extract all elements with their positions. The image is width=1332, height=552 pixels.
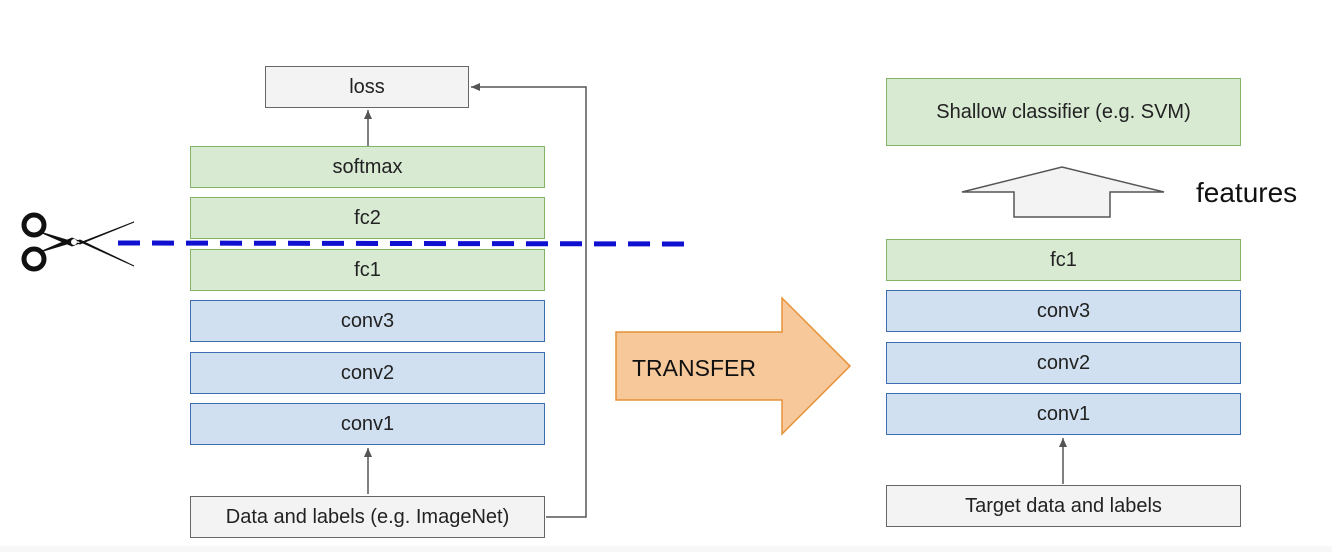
target-data-label: Target data and labels <box>965 494 1162 517</box>
target-conv3-label: conv3 <box>1036 299 1091 322</box>
scissors-icon <box>21 212 135 272</box>
target-conv1-label: conv1 <box>1036 402 1091 425</box>
conv3-layer: conv3 <box>190 300 545 342</box>
conv1-layer: conv1 <box>190 403 545 445</box>
target-data-box: Target data and labels <box>886 485 1241 527</box>
conv1-label: conv1 <box>340 412 395 435</box>
conv2-layer: conv2 <box>190 352 545 394</box>
arrow-labels-to-loss <box>471 83 587 518</box>
target-conv1-layer: conv1 <box>886 393 1241 435</box>
target-fc1-label: fc1 <box>1050 248 1077 271</box>
target-conv2-label: conv2 <box>1036 351 1091 374</box>
target-conv3-layer: conv3 <box>886 290 1241 332</box>
conv2-label: conv2 <box>340 361 395 384</box>
conv3-label: conv3 <box>340 309 395 332</box>
cut-line <box>117 240 697 247</box>
loss-label: loss <box>349 75 385 98</box>
transfer-label: TRANSFER <box>632 355 756 381</box>
target-fc1-layer: fc1 <box>886 239 1241 281</box>
softmax-layer: softmax <box>190 146 545 188</box>
target-conv2-layer: conv2 <box>886 342 1241 384</box>
bottom-strip <box>0 546 1332 552</box>
fc1-layer: fc1 <box>190 249 545 291</box>
softmax-label: softmax <box>332 155 403 178</box>
features-arrow <box>961 166 1165 218</box>
shallow-classifier-box: Shallow classifier (e.g. SVM) <box>886 78 1241 146</box>
fc1-label: fc1 <box>354 258 381 281</box>
features-label: features <box>1196 177 1298 208</box>
source-data-box: Data and labels (e.g. ImageNet) <box>190 496 545 538</box>
transfer-arrow <box>615 296 852 436</box>
shallow-classifier-label: Shallow classifier (e.g. SVM) <box>936 100 1191 123</box>
source-data-label: Data and labels (e.g. ImageNet) <box>225 505 510 528</box>
fc2-label: fc2 <box>354 206 381 229</box>
loss-box: loss <box>265 66 469 108</box>
fc2-layer: fc2 <box>190 197 545 239</box>
